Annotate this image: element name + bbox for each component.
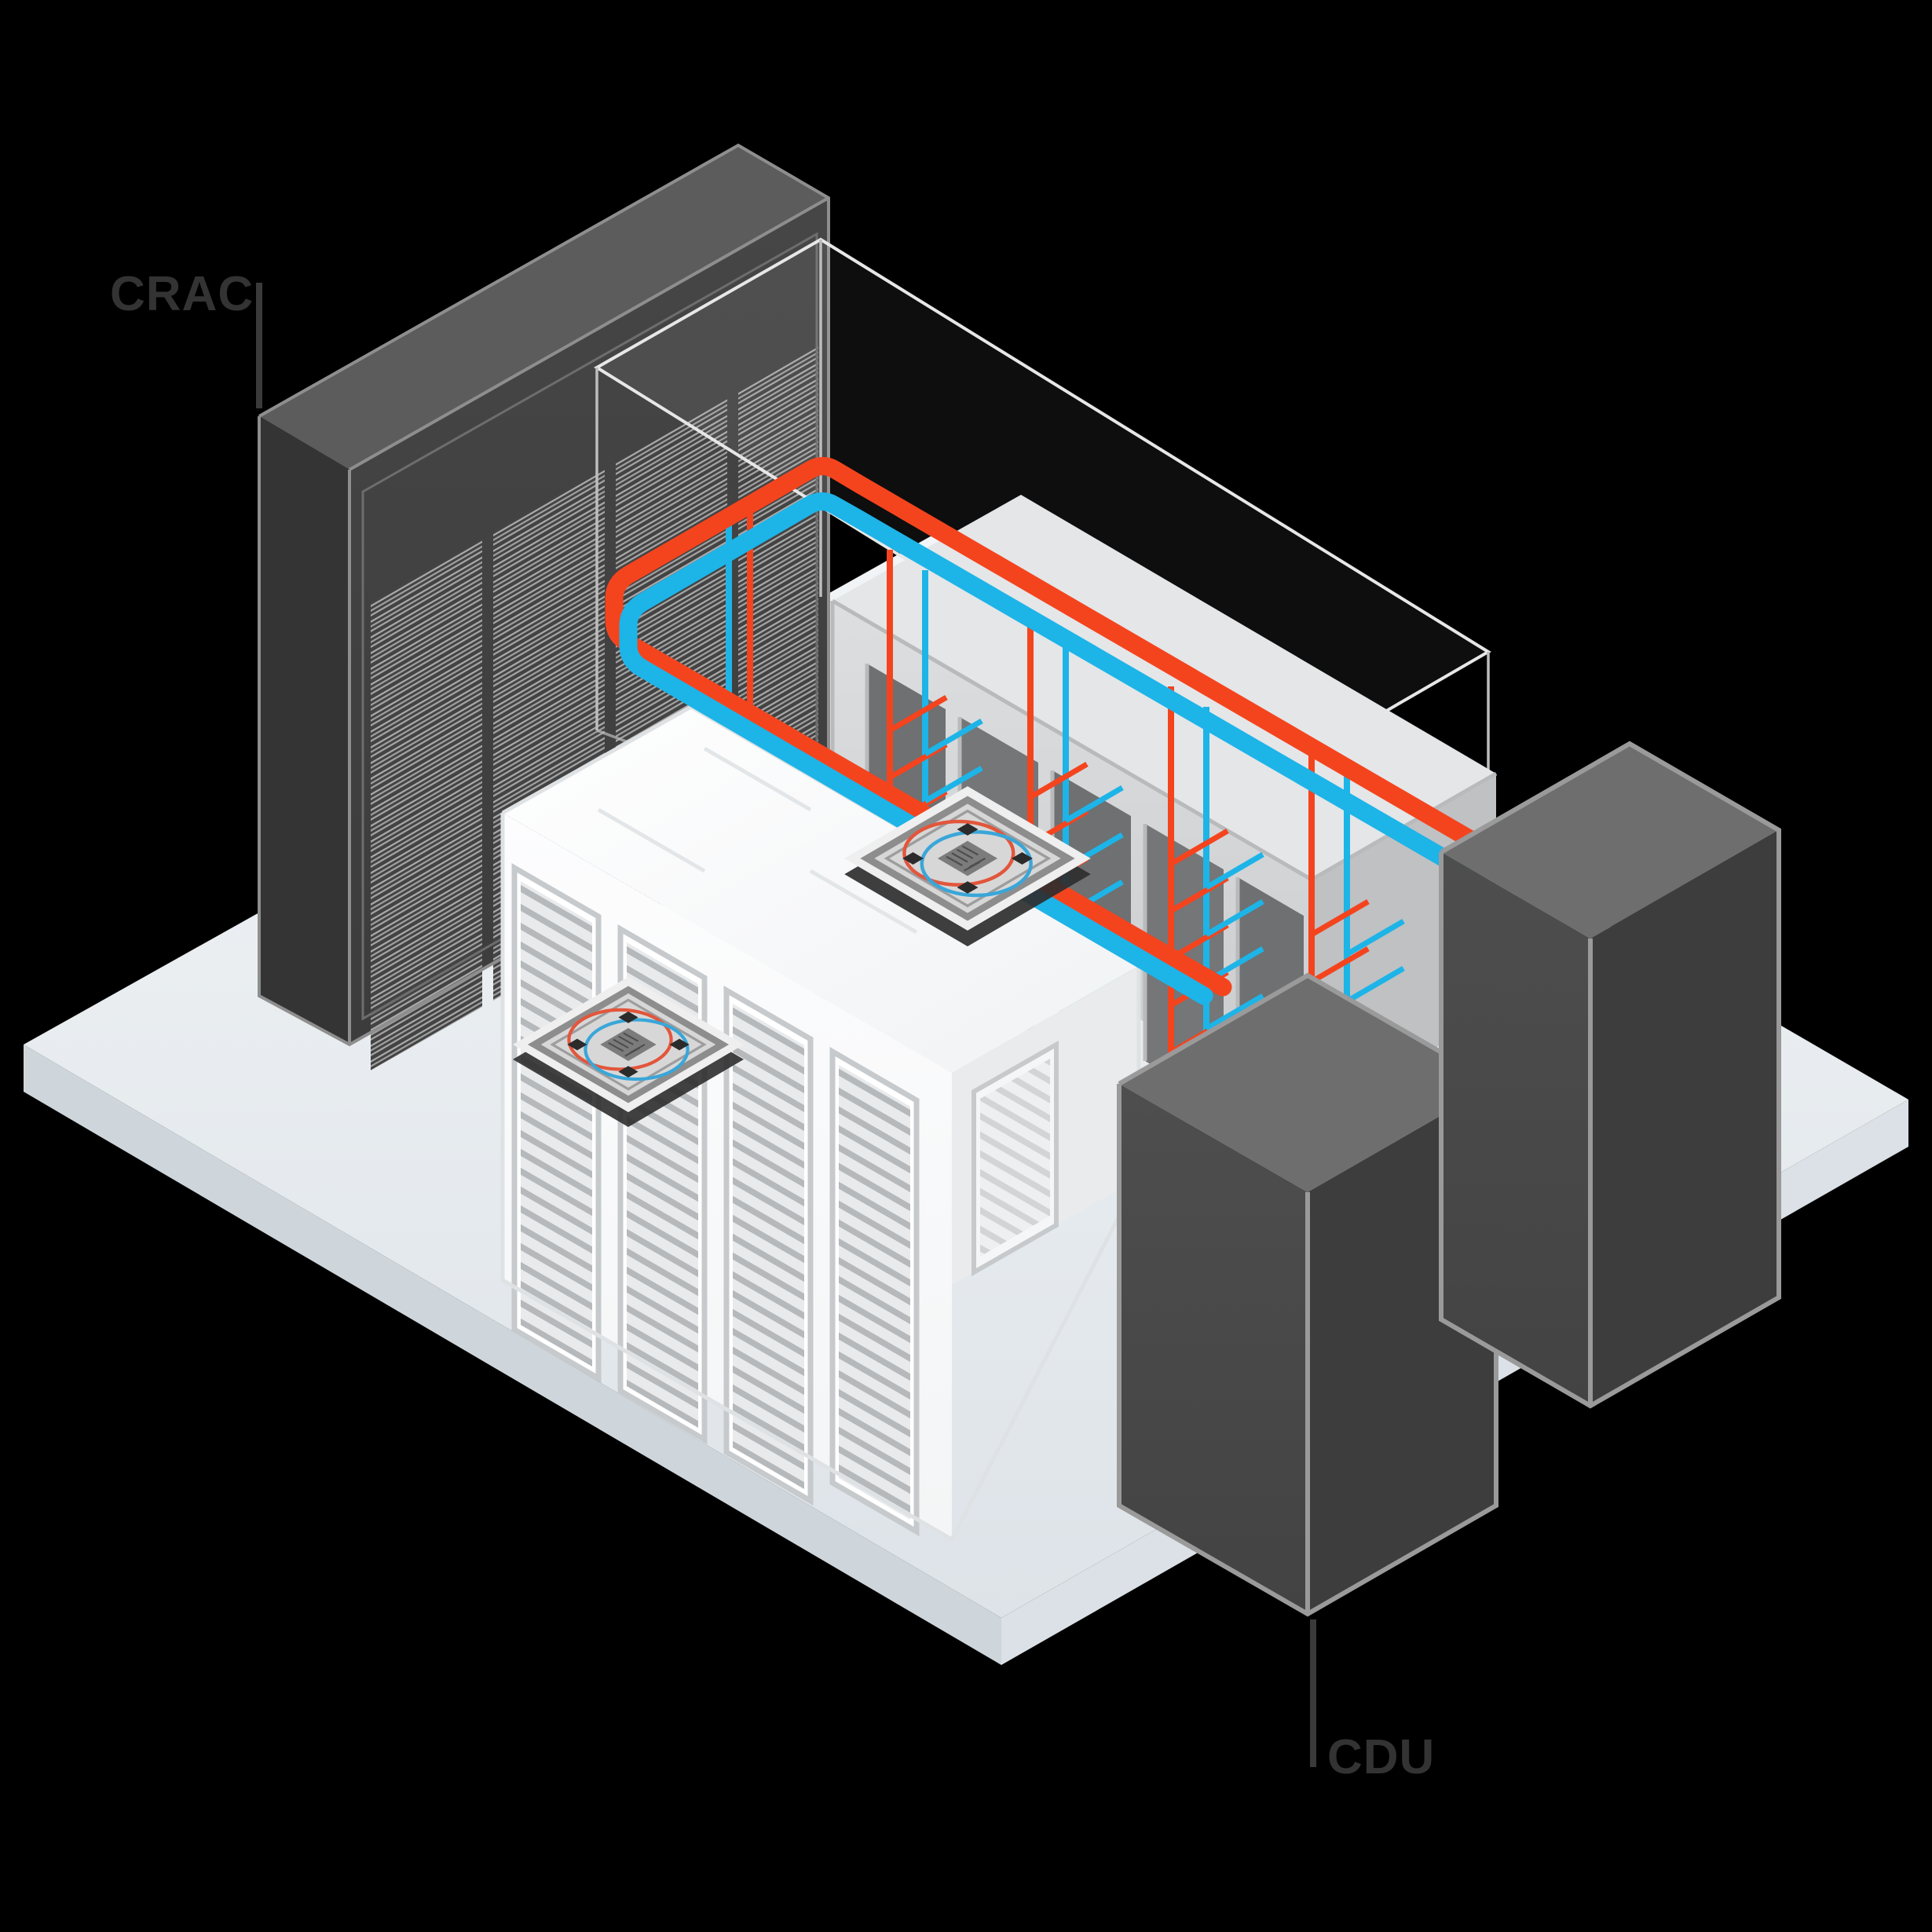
coolant-loop-hot-arc xyxy=(567,1008,673,1071)
front-row-top-seams xyxy=(597,746,918,935)
rack-cabinet[interactable] xyxy=(511,862,602,1384)
cpu-die xyxy=(600,1028,657,1061)
cold-plate-frame-inner xyxy=(884,809,1052,908)
rack-cabinet[interactable] xyxy=(971,1040,1059,1277)
crac-label: CRAC xyxy=(110,267,254,321)
hot-return-main-pipe[interactable] xyxy=(605,457,1502,997)
cold-supply-main-pipe[interactable] xyxy=(619,492,1480,1005)
cdu-unit-back[interactable] xyxy=(1439,741,1781,1409)
cpu-die-traces xyxy=(946,845,986,872)
cdu-label: CDU xyxy=(1327,1730,1435,1784)
main-coolant-loop xyxy=(605,457,1502,1005)
floor-edge-left xyxy=(24,1045,1001,1665)
cold-plate-frame-inner xyxy=(550,998,707,1091)
coolant-loop-cold-arc xyxy=(920,830,1033,898)
cdu-back-top-face xyxy=(1441,744,1779,939)
rack-door-outline xyxy=(829,1046,920,1537)
crac-top-face xyxy=(259,145,829,470)
cdu-back-right-face xyxy=(1590,830,1779,1406)
crac-louver-panel-1 xyxy=(371,538,482,1070)
coolant-loop-hot-arc xyxy=(902,819,1015,887)
cdu-front-left-face xyxy=(1119,1084,1308,1614)
front-rack-cabinets xyxy=(511,862,1059,1537)
cold-plate-back[interactable] xyxy=(844,786,1091,946)
cdu-back-outline xyxy=(1439,741,1781,1409)
rack-door-perforation xyxy=(839,1065,910,1520)
coolant-loop-cold-arc xyxy=(584,1018,690,1081)
rack-door-perforation xyxy=(733,1004,804,1489)
cdu-front-outline xyxy=(1117,972,1498,1617)
cpu-die xyxy=(937,840,998,876)
cpu-die-traces xyxy=(608,1032,646,1057)
rack-door-outline xyxy=(617,924,708,1445)
cdu-back-left-face xyxy=(1441,852,1590,1406)
front-row-top xyxy=(503,707,1139,1073)
cdu-unit-front[interactable] xyxy=(1117,972,1498,1617)
rack-door-perforation xyxy=(521,881,592,1367)
rack-door-outline xyxy=(723,985,814,1506)
rack-door-outline xyxy=(511,862,602,1384)
rack-cabinet[interactable] xyxy=(829,1046,920,1537)
cold-plate-corner-pads xyxy=(902,823,1033,894)
rack-cabinet[interactable] xyxy=(723,985,814,1506)
rack-door-outline xyxy=(971,1040,1059,1277)
crac-end-face xyxy=(259,416,349,1045)
rack-door-perforation xyxy=(980,1059,1050,1257)
